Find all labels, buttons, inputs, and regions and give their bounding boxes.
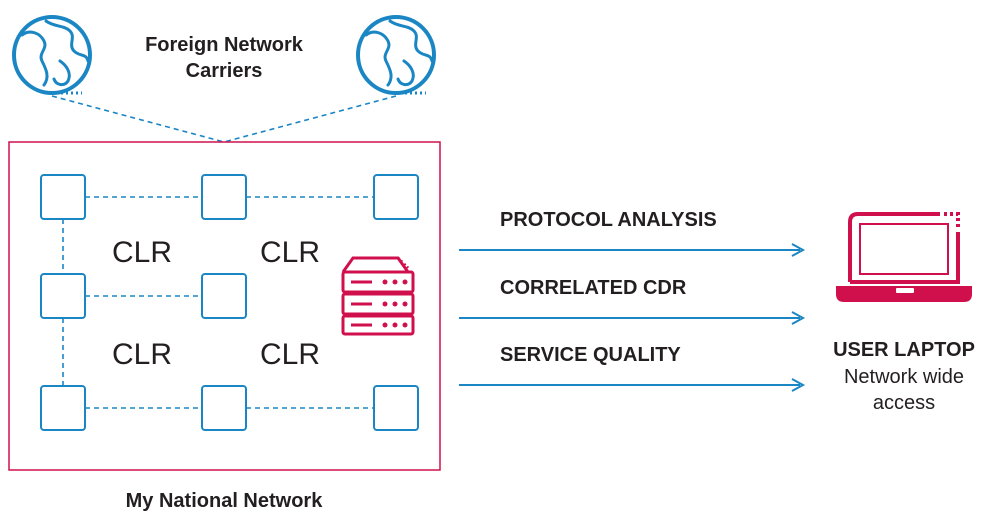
arrowhead-icon: [791, 311, 806, 325]
globe-icon: [356, 15, 436, 95]
network-node: [201, 385, 247, 431]
flow-label-correlated-cdr: CORRELATED CDR: [500, 277, 687, 299]
arrowhead-icon: [791, 243, 806, 257]
arrowhead-icon: [791, 378, 806, 392]
national-network-boundary: [8, 141, 441, 471]
carrier-link-right: [223, 95, 397, 143]
user-laptop-title: USER LAPTOP: [833, 339, 975, 361]
server-icon: [341, 256, 415, 336]
network-node: [373, 385, 419, 431]
network-node: [201, 174, 247, 220]
network-node: [373, 174, 419, 220]
node-links: [62, 196, 374, 409]
national-network-label: My National Network: [126, 490, 324, 512]
clr-label: CLR: [260, 338, 320, 371]
globe-icon: [12, 15, 92, 95]
user-laptop-desc-line1: Network wide: [844, 366, 964, 388]
network-node: [40, 273, 86, 319]
network-node: [201, 273, 247, 319]
network-node: [40, 174, 86, 220]
clr-label: CLR: [112, 236, 172, 269]
flow-label-protocol-analysis: PROTOCOL ANALYSIS: [500, 209, 717, 231]
foreign-carriers-title-line2: Carriers: [186, 60, 263, 82]
clr-label: CLR: [112, 338, 172, 371]
user-laptop-desc-line2: access: [873, 392, 935, 414]
network-node: [40, 385, 86, 431]
clr-label: CLR: [260, 236, 320, 269]
flow-label-service-quality: SERVICE QUALITY: [500, 344, 681, 366]
foreign-carriers-title-line1: Foreign Network: [145, 34, 304, 56]
carrier-link-left: [51, 95, 225, 143]
laptop-icon: [836, 212, 972, 302]
